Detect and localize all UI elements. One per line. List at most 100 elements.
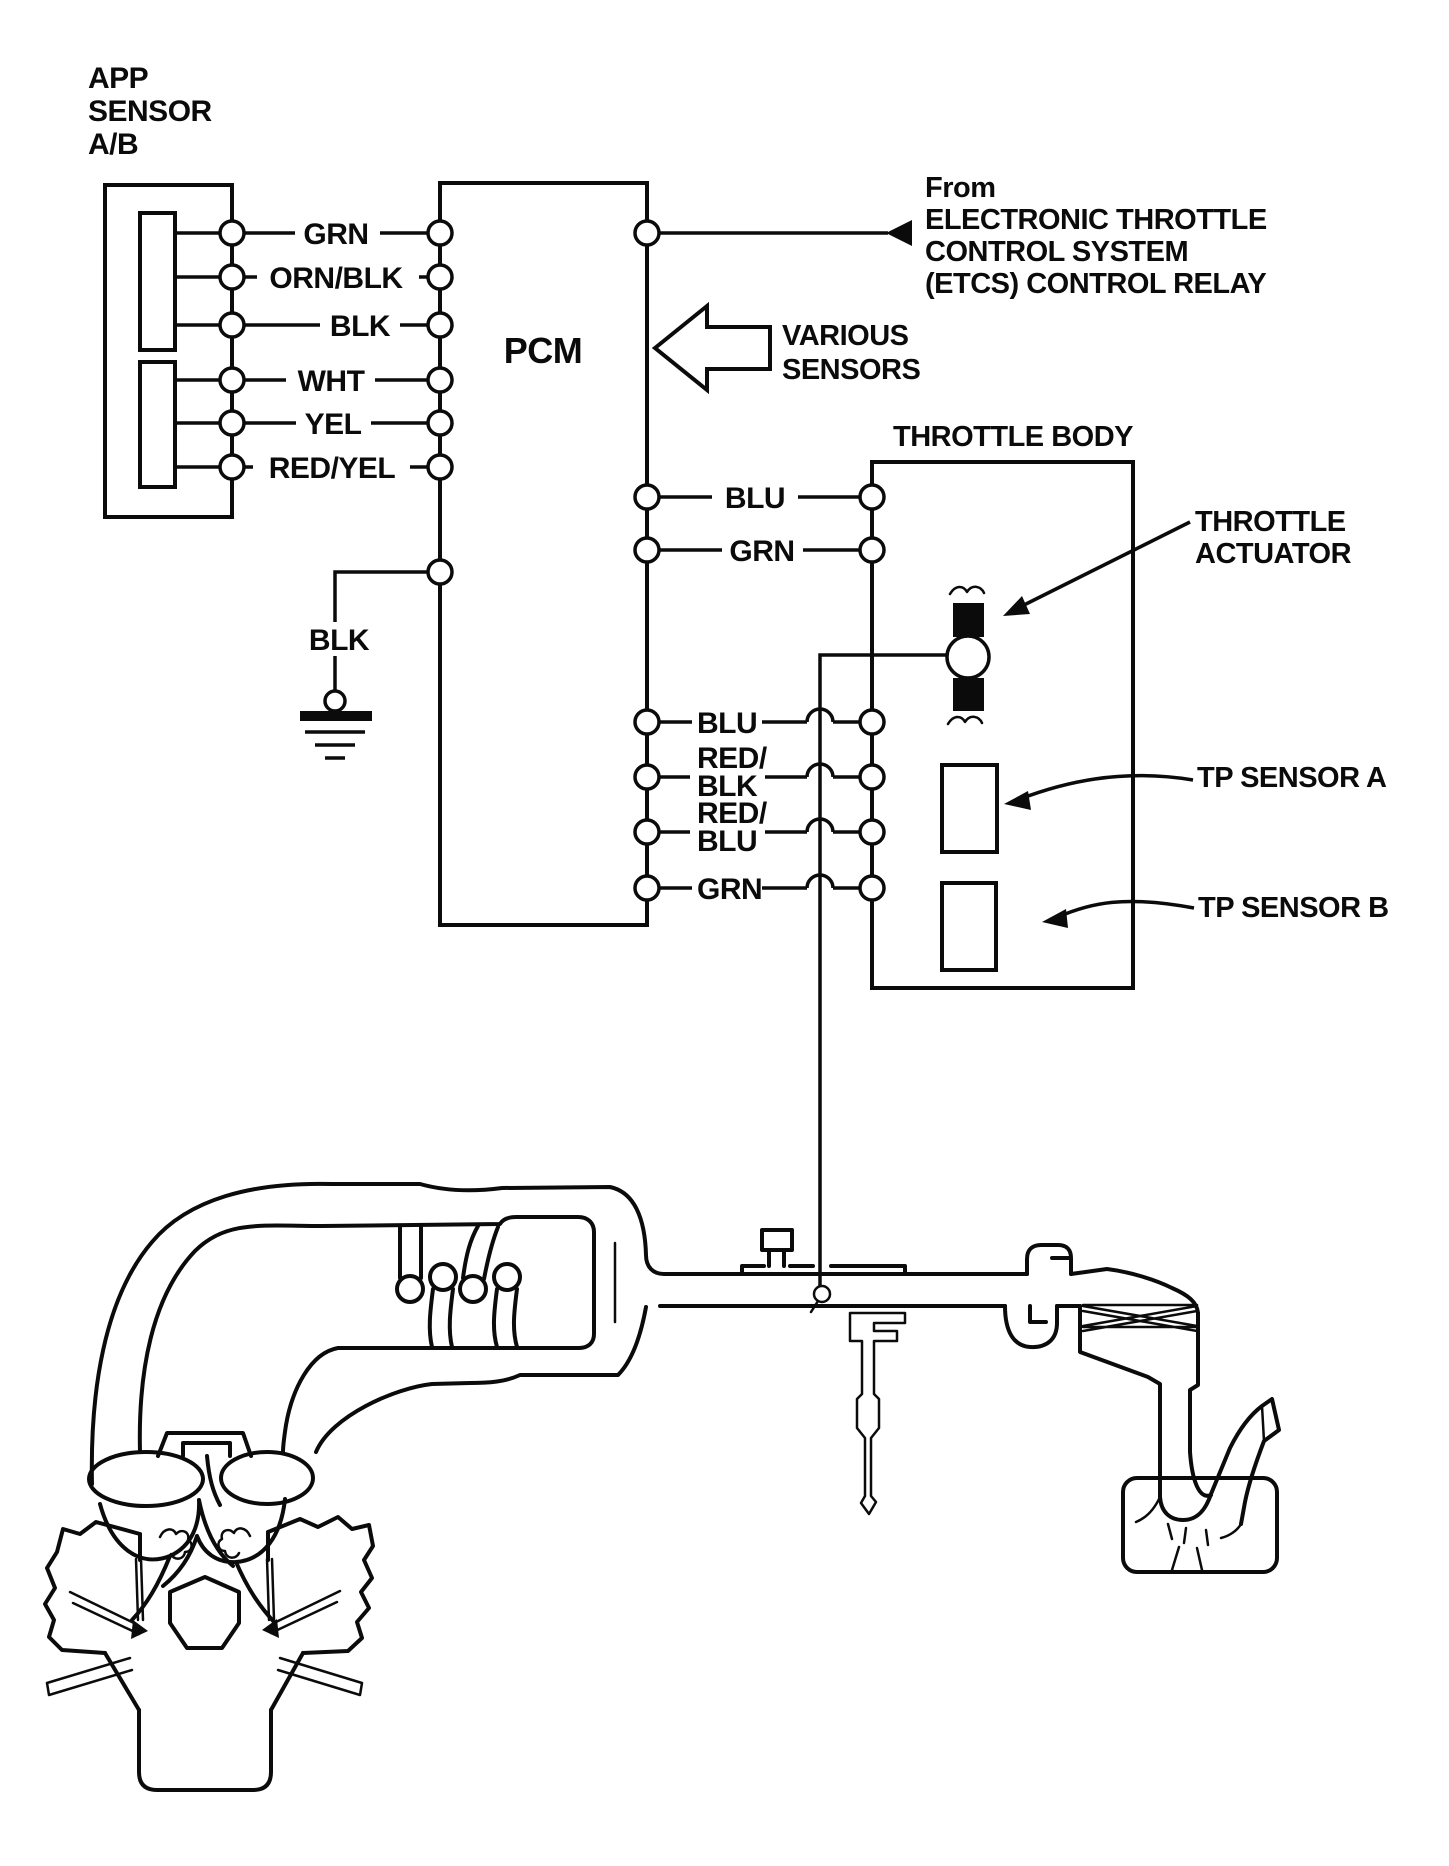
tp-sensor-a-box	[940, 763, 999, 854]
connector	[426, 263, 454, 291]
wire-terminal-tail	[809, 1299, 820, 1314]
duct-inner-wall	[137, 1215, 596, 1454]
various-sensors-line1: VARIOUS	[782, 320, 909, 352]
actuator-motor-icon	[945, 634, 991, 680]
arrowhead-icon	[1042, 909, 1068, 928]
valve-stems	[68, 1557, 342, 1636]
throttle-body-label: THROTTLE BODY	[893, 421, 1133, 453]
connector	[218, 453, 246, 481]
map-sensor-icon	[760, 1228, 794, 1252]
connector	[633, 874, 661, 902]
actuator-brush-bottom	[953, 678, 984, 711]
app-sensor-label-line1: APP	[88, 62, 148, 95]
etcs-input: From ELECTRONIC THROTTLE CONTROL SYSTEM …	[633, 172, 1267, 300]
left-head	[43, 1520, 142, 1655]
wire-label-grn-top: GRN	[729, 535, 794, 568]
valve-head	[131, 1620, 148, 1639]
duct-lower-tab	[1003, 1304, 1059, 1350]
actuator-break-bottom-icon	[946, 715, 984, 726]
app-pcm-wires: GRN ORN/BLK BLK WHT YEL RED/YEL	[218, 218, 454, 485]
app-sensor-label-line3: A/B	[88, 128, 138, 161]
tp-sensor-b-box	[940, 881, 998, 972]
connector	[633, 536, 661, 564]
etcs-label-line2: ELECTRONIC THROTTLE	[925, 204, 1267, 236]
pcm-label: PCM	[504, 330, 583, 371]
port-legs	[492, 1287, 519, 1349]
duct-top-plate	[740, 1264, 907, 1276]
throttle-actuator-leader	[1021, 520, 1191, 608]
plenum-right-chamber	[219, 1450, 315, 1506]
right-head	[266, 1515, 375, 1655]
wire-label-redblk-line1: RED/	[697, 742, 768, 775]
app-sensor-element-b	[138, 360, 177, 489]
center-block	[168, 1575, 241, 1650]
wire-blu-bottom	[659, 707, 860, 724]
app-sensor-element-a	[138, 211, 177, 352]
oil-pan	[137, 1708, 273, 1792]
connector	[218, 219, 246, 247]
wire-redblu	[659, 817, 860, 834]
wire-label-redblk-line2: BLK	[697, 770, 758, 803]
intake-runners	[98, 1454, 287, 1625]
connector	[858, 874, 886, 902]
ground-strokes	[305, 730, 365, 760]
connector	[633, 708, 661, 736]
pcm-tb-wires: BLU GRN BLU RED/ BLK RED/ BLU GRN	[633, 482, 947, 1286]
etcs-label-line1: From	[925, 172, 996, 204]
resonator-pipe-detail	[1134, 1495, 1243, 1572]
connector	[858, 483, 886, 511]
actuator-feed-wire	[818, 653, 947, 1286]
ground-label: BLK	[309, 624, 370, 657]
connector	[426, 366, 454, 394]
duct-upper-tab	[1025, 1243, 1073, 1276]
connector	[426, 219, 454, 247]
wire-label-blu-top: BLU	[725, 482, 785, 515]
port-circle	[458, 1274, 488, 1304]
wire-label-yel: YEL	[305, 408, 362, 441]
ground-wire	[333, 570, 428, 691]
engine-illustration	[43, 1181, 1281, 1792]
wire-terminal-icon	[812, 1284, 832, 1304]
port-legs	[398, 1224, 423, 1280]
connector	[633, 483, 661, 511]
wire-label-blk-left: BLK	[330, 310, 391, 343]
app-sensor-box	[103, 183, 234, 519]
tp-sensor-a-leader	[1019, 773, 1194, 801]
wire-label-blu-bottom: BLU	[697, 707, 757, 740]
connector	[633, 763, 661, 791]
tb-right-edge	[1188, 1311, 1213, 1498]
wire-label-ornblk: ORN/BLK	[269, 262, 403, 295]
ground-branch: BLK	[300, 558, 454, 760]
various-sensors-line2: SENSORS	[782, 354, 920, 386]
block-sides	[103, 1651, 305, 1712]
map-sensor-legs	[767, 1248, 786, 1268]
connector	[218, 311, 246, 339]
wire-label-wht: WHT	[298, 365, 365, 398]
connector	[218, 366, 246, 394]
etcs-label-line3: CONTROL SYSTEM	[925, 236, 1188, 268]
actuator-break-top-icon	[948, 585, 986, 596]
app-sensor-element-stubs	[175, 231, 220, 469]
wire-label-redyel: RED/YEL	[269, 452, 396, 485]
plenum-left-chamber	[87, 1450, 205, 1508]
port-circle	[492, 1262, 522, 1292]
wire-label-redblu-line2: BLU	[697, 825, 757, 858]
actuator-brush-top	[953, 603, 984, 637]
connector	[858, 818, 886, 846]
valve-head	[262, 1619, 279, 1638]
etcs-label-line4: (ETCS) CONTROL RELAY	[925, 268, 1266, 300]
connector	[426, 453, 454, 481]
connector	[858, 536, 886, 564]
wire-redblk	[659, 762, 860, 779]
tp-sensor-b-label: TP SENSOR B	[1198, 892, 1389, 924]
port-legs	[461, 1224, 500, 1281]
duct-top-right	[1069, 1267, 1200, 1315]
rocker-right	[217, 1527, 252, 1559]
throttle-cable-bracket	[848, 1311, 907, 1516]
pcm-box	[438, 181, 649, 927]
app-sensor-block: APP SENSOR A/B	[88, 62, 234, 519]
connector	[426, 311, 454, 339]
arrowhead-icon	[1004, 791, 1031, 810]
rocker-left	[158, 1528, 193, 1560]
